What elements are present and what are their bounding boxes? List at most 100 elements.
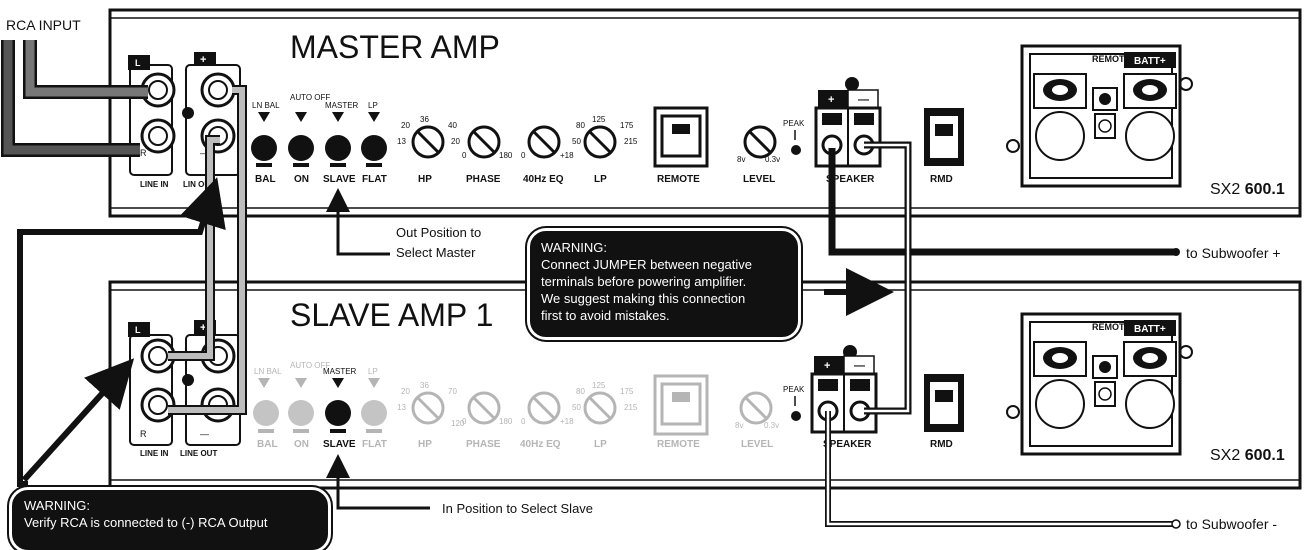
switch-auto[interactable]: AUTO OFF ON [288, 361, 330, 450]
model-label: SX2 600.1 [1210, 447, 1285, 464]
svg-text:LEVEL: LEVEL [743, 174, 775, 185]
svg-text:125: 125 [592, 381, 606, 390]
switch-master-slave[interactable]: MASTER SLAVE [323, 101, 359, 185]
peak-indicator: PEAK [783, 385, 805, 421]
rca-line-in-label: LINE IN [140, 180, 169, 189]
svg-text:20: 20 [401, 121, 410, 130]
svg-text:MASTER: MASTER [325, 101, 359, 110]
svg-text:8v: 8v [737, 155, 745, 164]
arrow-rca-output-slave [21, 358, 135, 483]
knob-hp[interactable]: 36 20 70 13 120 HP [397, 381, 465, 450]
rca-minus-label: — [200, 148, 209, 158]
rca-line-in-label: LINE IN [140, 449, 169, 458]
power-terminal-block: REMOTE BATT+ [1006, 312, 1193, 456]
speaker-terminals[interactable]: + — SPEAKER [810, 345, 878, 450]
rca-plus-label: + [200, 322, 206, 334]
jumper-warning-line: first to avoid mistakes. [541, 308, 670, 323]
svg-text:LP: LP [368, 367, 378, 376]
svg-text:0: 0 [462, 417, 467, 426]
svg-text:LN BAL: LN BAL [252, 101, 280, 110]
rca-line-out-label: LINE OUT [180, 449, 217, 458]
knob-40hz-eq[interactable]: 0 +18 40Hz EQ [521, 125, 574, 185]
rca-link-cable [168, 85, 247, 415]
jumper-warning-line: terminals before powering amplifier. [541, 274, 747, 289]
svg-text:0: 0 [521, 417, 526, 426]
rca-block: L + R — LINE IN LINE OUT [128, 320, 241, 458]
svg-text:180: 180 [499, 151, 513, 160]
to-subwoofer-plus-label: to Subwoofer + [1186, 245, 1281, 261]
switch-lp-flat[interactable]: LP FLAT [361, 101, 387, 185]
speaker-terminals[interactable]: + — SPEAKER [814, 77, 882, 185]
svg-text:50: 50 [572, 403, 581, 412]
svg-text:36: 36 [420, 381, 429, 390]
knob-level[interactable]: 8v 0.3v LEVEL [737, 125, 780, 185]
knob-lp[interactable]: 125 80 175 50 215 LP [572, 381, 638, 450]
knob-phase[interactable]: 0 180 PHASE [462, 391, 513, 450]
svg-text:175: 175 [620, 387, 634, 396]
rca-r-label: R [140, 148, 147, 158]
switch-bal[interactable]: LN BAL BAL [253, 367, 282, 450]
knob-level[interactable]: 8v 0.3v LEVEL [735, 391, 779, 450]
remote-port[interactable]: REMOTE [653, 106, 709, 185]
svg-text:PEAK: PEAK [783, 385, 805, 394]
master-amp-panel: MASTER AMP L + R — LINE IN LIN OUT [108, 8, 1302, 218]
jumper-warning-title: WARNING: [541, 240, 607, 255]
svg-text:0.3v: 0.3v [765, 155, 780, 164]
power-terminal-block: REMOTE BATT+ [1006, 44, 1193, 188]
knob-40hz-eq[interactable]: 0 +18 40Hz EQ [520, 391, 574, 450]
rmd-port[interactable]: RMD [924, 108, 964, 185]
slave-switch-note: In Position to Select Slave [442, 501, 593, 516]
rmd-port[interactable]: RMD [924, 374, 964, 450]
switch-master-slave[interactable]: MASTER SLAVE [323, 367, 357, 450]
svg-text:REMOTE: REMOTE [657, 439, 700, 450]
svg-text:80: 80 [576, 121, 585, 130]
rca-l-label: L [135, 325, 141, 335]
rca-minus-label: — [200, 429, 209, 439]
arrow-slave-switch [326, 454, 430, 510]
rca-r-label: R [140, 429, 147, 439]
knob-lp[interactable]: 125 80 175 50 215 LP [572, 115, 638, 185]
switch-lp-flat[interactable]: LP FLAT [361, 367, 387, 450]
svg-text:ON: ON [294, 174, 309, 185]
svg-text:LP: LP [594, 174, 607, 185]
svg-text:REMOTE: REMOTE [657, 174, 700, 185]
svg-text:SLAVE: SLAVE [323, 439, 356, 450]
svg-text:0.3v: 0.3v [764, 421, 779, 430]
svg-text:50: 50 [572, 137, 581, 146]
svg-text:20: 20 [451, 137, 460, 146]
switch-auto[interactable]: AUTO OFF ON [288, 93, 330, 185]
svg-text:REMOTE: REMOTE [1092, 322, 1131, 332]
svg-text:+: + [828, 94, 834, 106]
rca-warning-line: Verify RCA is connected to (-) RCA Outpu… [24, 515, 268, 530]
svg-text:RMD: RMD [930, 174, 953, 185]
svg-text:—: — [858, 94, 869, 106]
svg-text:HP: HP [418, 439, 432, 450]
svg-text:+: + [824, 360, 830, 372]
knob-phase[interactable]: 0 180 PHASE [462, 125, 513, 185]
svg-text:80: 80 [576, 387, 585, 396]
svg-text:+18: +18 [560, 151, 574, 160]
rca-warning-callout: WARNING: Verify RCA is connected to (-) … [12, 490, 328, 550]
svg-text:ON: ON [294, 439, 309, 450]
svg-text:LEVEL: LEVEL [741, 439, 773, 450]
svg-text:BATT+: BATT+ [1134, 56, 1166, 67]
svg-text:PHASE: PHASE [466, 174, 501, 185]
rca-l-label: L [135, 58, 141, 68]
svg-text:LP: LP [594, 439, 607, 450]
amp-title: SLAVE AMP 1 [290, 297, 493, 333]
master-switch-note-line2: Select Master [396, 245, 476, 260]
sub-plus-wire [828, 148, 1176, 256]
slave-amp-panel: SLAVE AMP 1 L + R — LINE IN LINE OUT LN … [108, 280, 1302, 490]
svg-text:AUTO OFF: AUTO OFF [290, 93, 330, 102]
svg-text:AUTO OFF: AUTO OFF [290, 361, 330, 370]
rca-input-label: RCA INPUT [6, 17, 81, 33]
peak-indicator: PEAK [783, 119, 805, 155]
svg-text:FLAT: FLAT [362, 439, 387, 450]
svg-text:180: 180 [499, 417, 513, 426]
jumper-warning-line: Connect JUMPER between negative [541, 257, 753, 272]
jumper-warning-callout: WARNING: Connect JUMPER between negative… [530, 231, 798, 337]
knob-hp[interactable]: 36 20 40 13 20 HP [397, 115, 460, 185]
switch-bal[interactable]: LN BAL BAL [251, 101, 280, 185]
remote-port[interactable]: REMOTE [653, 374, 709, 450]
svg-text:MASTER: MASTER [323, 367, 357, 376]
